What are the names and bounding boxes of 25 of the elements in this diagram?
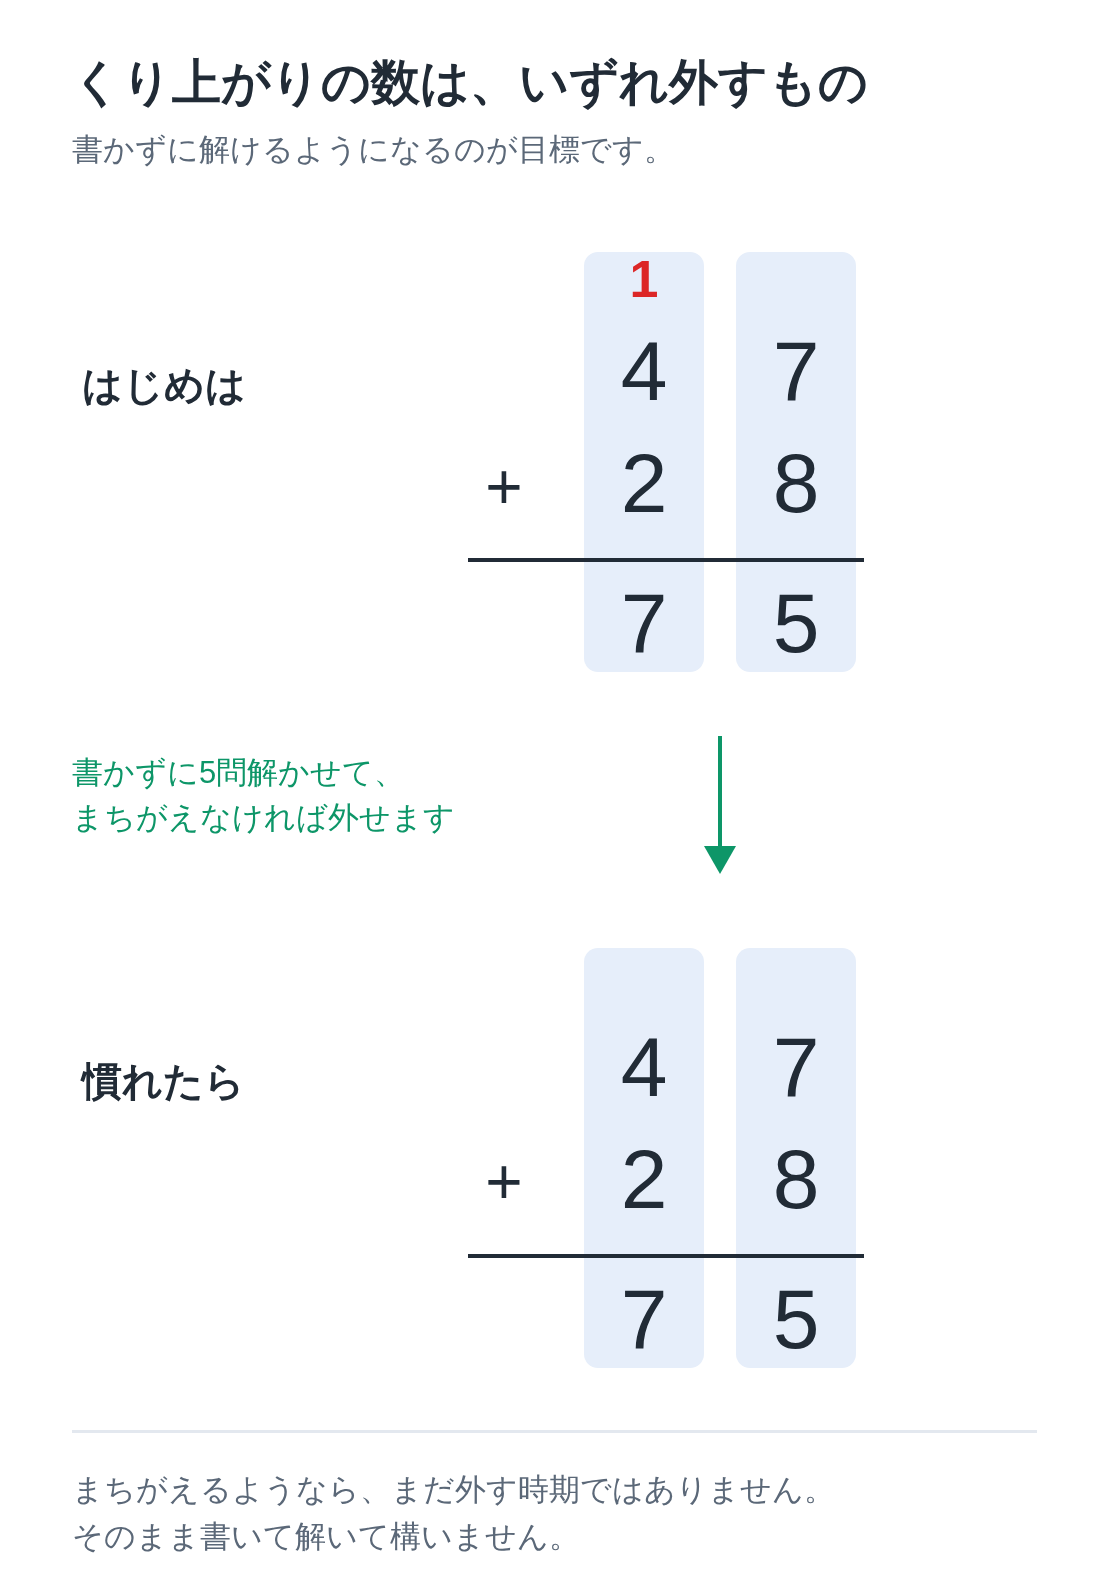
plus-sign: + (484, 455, 524, 519)
digit: 2 (619, 1137, 669, 1221)
row-label: はじめは (82, 362, 246, 409)
digit: 8 (771, 441, 821, 525)
digit-column (584, 252, 704, 672)
footnote: まちがえるようなら、まだ外す時期ではありません。そのまま書いて解いて構いません。 (72, 1471, 836, 1556)
digit: 5 (771, 581, 821, 665)
plus-sign: + (484, 1150, 524, 1214)
digit-column (736, 948, 856, 1368)
digit: 7 (771, 329, 821, 413)
digit: 7 (771, 1025, 821, 1109)
row-label: 慣れたら (82, 1058, 245, 1105)
digit: 4 (619, 1025, 669, 1109)
digit-column (584, 948, 704, 1368)
carry-digit: 1 (628, 253, 660, 305)
digit: 5 (771, 1277, 821, 1361)
digit: 2 (619, 441, 669, 525)
subtitle: 書かずに解けるようになるのが目標です。 (72, 131, 675, 169)
digit: 8 (771, 1137, 821, 1221)
digit: 4 (619, 329, 669, 413)
digit-column (736, 252, 856, 672)
digit: 7 (619, 1277, 669, 1361)
digit: 7 (619, 581, 669, 665)
title: くり上がりの数は、いずれ外すもの (72, 56, 868, 108)
note: 書かずに5問解かせて、まちがえなければ外せます (72, 754, 456, 837)
